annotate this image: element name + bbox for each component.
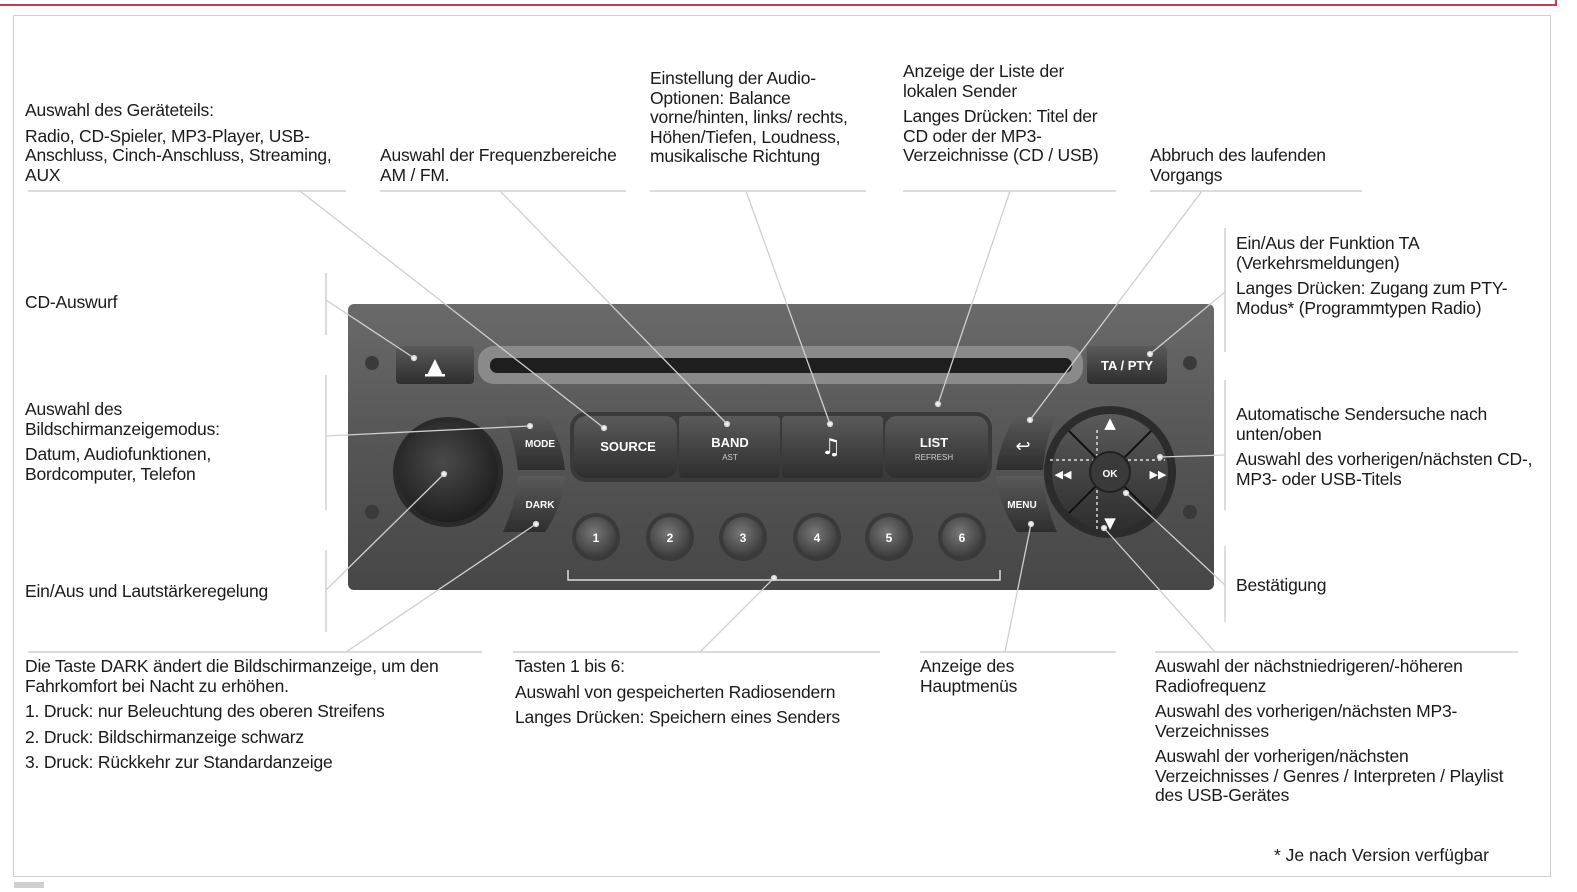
screw (1183, 505, 1197, 519)
svg-text:6: 6 (959, 531, 966, 545)
top-accent-bar (0, 0, 1557, 6)
svg-text:LIST: LIST (920, 435, 948, 450)
preset-button-4[interactable]: 4 (793, 513, 841, 561)
eject-button[interactable]: ▲ (396, 346, 474, 384)
svg-text:5: 5 (886, 531, 893, 545)
svg-text:4: 4 (814, 531, 821, 545)
seek-forward-icon[interactable]: ▶▶ (1150, 468, 1167, 481)
band-button[interactable]: BAND AST (679, 416, 780, 478)
label-dark: Die Taste DARK ändert die Bildschirmanze… (25, 656, 439, 772)
label-ta-pty: Ein/Aus der Funktion TA (Verkehrsmeldung… (1236, 233, 1508, 318)
screw (365, 356, 379, 370)
label-band-select: Auswahl der Frequenzbereiche AM / FM. (380, 145, 617, 185)
cd-slot (490, 358, 1072, 373)
volume-knob[interactable] (398, 422, 498, 522)
seek-back-icon[interactable]: ◀◀ (1055, 468, 1072, 481)
svg-text:BAND: BAND (711, 435, 749, 450)
audio-settings-button[interactable]: ♫ (782, 416, 883, 478)
preset-buttons: 1 2 3 4 5 6 (572, 513, 986, 561)
diagram-frame (13, 15, 1551, 877)
label-confirm: Bestätigung (1236, 575, 1327, 595)
label-audio-options: Einstellung der Audio-Optionen: Balance … (650, 68, 848, 166)
arrow-up-icon[interactable]: ▲ (1104, 414, 1116, 432)
preset-button-5[interactable]: 5 (865, 513, 913, 561)
music-note-icon: ♫ (821, 435, 841, 460)
arrow-down-icon[interactable]: ▼ (1104, 514, 1116, 532)
screw (1183, 356, 1197, 370)
mode-button[interactable]: MODE (503, 414, 565, 470)
label-abort: Abbruch des laufenden Vorgangs (1150, 145, 1326, 185)
label-main-menu: Anzeige des Hauptmenüs (920, 656, 1018, 696)
label-display-mode: Auswahl des Bildschirmanzeigemodus: Datu… (25, 399, 220, 484)
svg-text:MODE: MODE (525, 439, 555, 450)
preset-button-2[interactable]: 2 (646, 513, 694, 561)
page-number-stub (14, 882, 44, 888)
svg-text:3: 3 (740, 531, 747, 545)
dark-button[interactable]: DARK (503, 476, 565, 532)
footnote: * Je nach Version verfügbar (1274, 845, 1489, 865)
label-frequency: Auswahl der nächstniedrigeren/-höheren R… (1155, 656, 1504, 805)
preset-button-3[interactable]: 3 (719, 513, 767, 561)
svg-text:2: 2 (667, 531, 674, 545)
ta-pty-button[interactable]: TA / PTY (1087, 346, 1167, 384)
source-button[interactable]: SOURCE (574, 416, 677, 478)
svg-text:MENU: MENU (1007, 500, 1036, 511)
menu-button[interactable]: MENU (996, 476, 1057, 532)
preset-button-6[interactable]: 6 (938, 513, 986, 561)
back-arrow-icon: ↩ (1015, 436, 1030, 457)
svg-text:AST: AST (722, 453, 738, 462)
preset-button-1[interactable]: 1 (572, 513, 620, 561)
label-presets: Tasten 1 bis 6: Auswahl von gespeicherte… (515, 656, 840, 727)
label-power-volume: Ein/Aus und Lautstärkeregelung (25, 581, 269, 601)
label-list: Anzeige der Liste der lokalen Sender Lan… (903, 61, 1099, 165)
svg-text:DARK: DARK (526, 500, 556, 511)
label-seek: Automatische Sendersuche nach unten/oben… (1236, 404, 1533, 489)
back-button[interactable]: ↩ (996, 414, 1057, 470)
leader-lines (299, 190, 1226, 653)
list-button[interactable]: LIST REFRESH (885, 416, 988, 478)
preset-bracket (567, 570, 1001, 581)
svg-text:SOURCE: SOURCE (600, 439, 656, 454)
svg-text:1: 1 (593, 531, 600, 545)
svg-text:TA / PTY: TA / PTY (1101, 358, 1153, 373)
eject-icon: ▲ (427, 353, 443, 377)
label-cd-eject: CD-Auswurf (25, 292, 118, 312)
svg-text:OK: OK (1103, 469, 1119, 480)
label-source-select: Auswahl des Geräteteils: Radio, CD-Spiel… (25, 100, 332, 185)
ok-button[interactable] (1089, 451, 1131, 493)
svg-text:REFRESH: REFRESH (915, 453, 953, 462)
screw (365, 505, 379, 519)
